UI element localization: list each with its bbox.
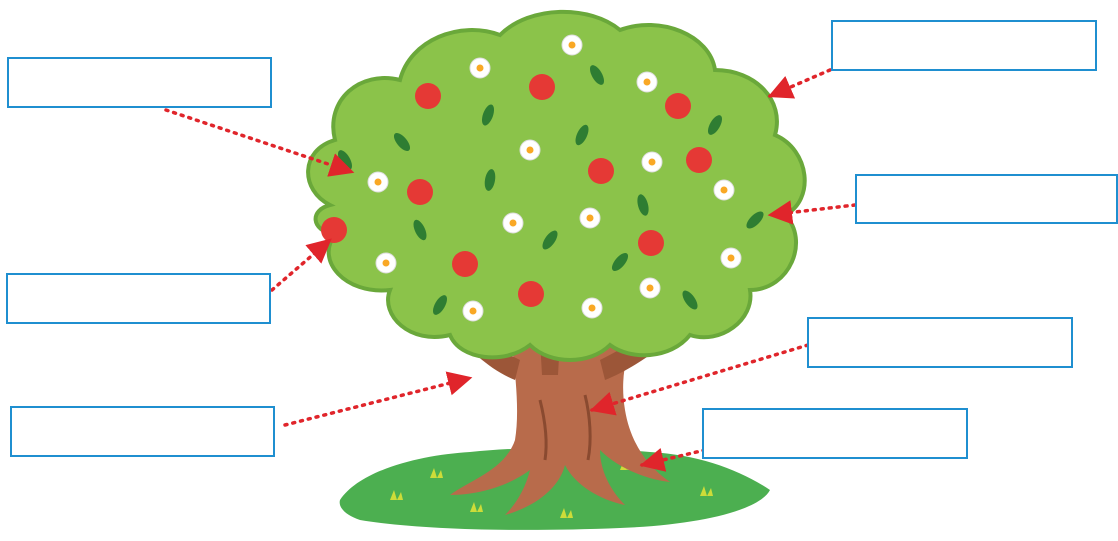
label-box-trunk[interactable] bbox=[807, 317, 1073, 368]
arrow-to-canopy-left bbox=[166, 110, 352, 172]
label-box-canopy-left[interactable] bbox=[7, 57, 272, 108]
label-box-canopy-top-right[interactable] bbox=[831, 20, 1097, 71]
arrow-to-branch bbox=[285, 378, 470, 425]
arrow-to-canopy-top-right bbox=[770, 70, 830, 96]
label-box-fruit[interactable] bbox=[6, 273, 271, 324]
arrow-to-fruit bbox=[272, 240, 330, 290]
label-box-branch[interactable] bbox=[10, 406, 275, 457]
label-box-root[interactable] bbox=[702, 408, 968, 459]
label-box-leaf[interactable] bbox=[855, 174, 1118, 224]
